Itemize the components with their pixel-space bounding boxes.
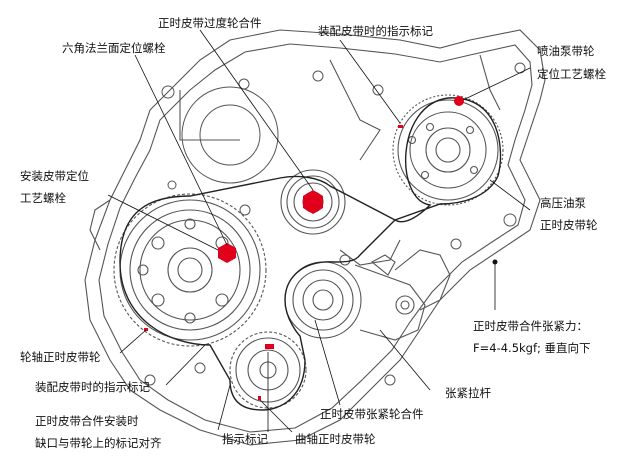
label-tensioner-assembly: 正时皮带张紧轮合件 <box>320 407 424 421</box>
label-indicator-mark: 指示标记 <box>222 432 268 446</box>
crank-bottom-mark <box>258 396 261 400</box>
tension-point <box>492 259 498 265</box>
label-tension-rod: 张紧拉杆 <box>445 386 491 400</box>
label-pump-bolt-1: 喷油泵带轮 <box>537 44 595 58</box>
label-hex-flange-bolt: 六角法兰面定位螺栓 <box>62 41 166 55</box>
label-tension-force-2: F=4-4.5kgf; 垂直向下 <box>473 341 591 355</box>
housing-bolt-holes <box>144 62 526 386</box>
label-crankshaft-pulley: 曲轴正时皮带轮 <box>295 432 376 446</box>
label-assembly-mark: 装配皮带时的指示标记 <box>318 24 433 38</box>
timing-belt <box>119 97 502 411</box>
camshaft-housing <box>181 86 279 184</box>
hex-bolt-marker <box>303 190 323 214</box>
pump-assembly-mark <box>398 125 403 128</box>
label-assembly-mark-bottom: 装配皮带时的指示标记 <box>35 380 150 394</box>
label-tension-force-1: 正时皮带合件张紧力： <box>473 319 588 333</box>
belt-locating-bolt-marker <box>218 243 236 263</box>
label-belt-locating-2: 工艺螺栓 <box>20 191 66 205</box>
wheel-axle-mark <box>144 328 148 331</box>
red-markers <box>144 96 464 400</box>
injection-pump-pulley <box>392 94 504 206</box>
crank-top-mark <box>265 344 274 349</box>
tension-rod <box>354 254 426 341</box>
label-install-note-1: 正时皮带合件安装时 <box>35 414 139 428</box>
label-idler-assembly: 正时皮带过度轮合件 <box>158 16 262 30</box>
engine-housing <box>84 29 546 446</box>
label-hp-pump-2: 正时皮带轮 <box>540 218 598 232</box>
leader-lines <box>107 29 531 433</box>
pump-bolt-marker <box>454 96 464 106</box>
wheel-axle-pulley <box>113 193 267 347</box>
labels: 正时皮带过度轮合件 装配皮带时的指示标记 六角法兰面定位螺栓 喷油泵带轮 定位工… <box>20 16 606 450</box>
label-install-note-2: 缺口与带轮上的标记对齐 <box>35 436 162 450</box>
label-hp-pump-1: 高压油泵 <box>540 196 586 210</box>
label-wheel-axle-pulley: 轮轴正时皮带轮 <box>20 350 101 364</box>
label-belt-locating-1: 安装皮带定位 <box>20 169 89 183</box>
label-pump-bolt-2: 定位工艺螺栓 <box>537 67 606 81</box>
